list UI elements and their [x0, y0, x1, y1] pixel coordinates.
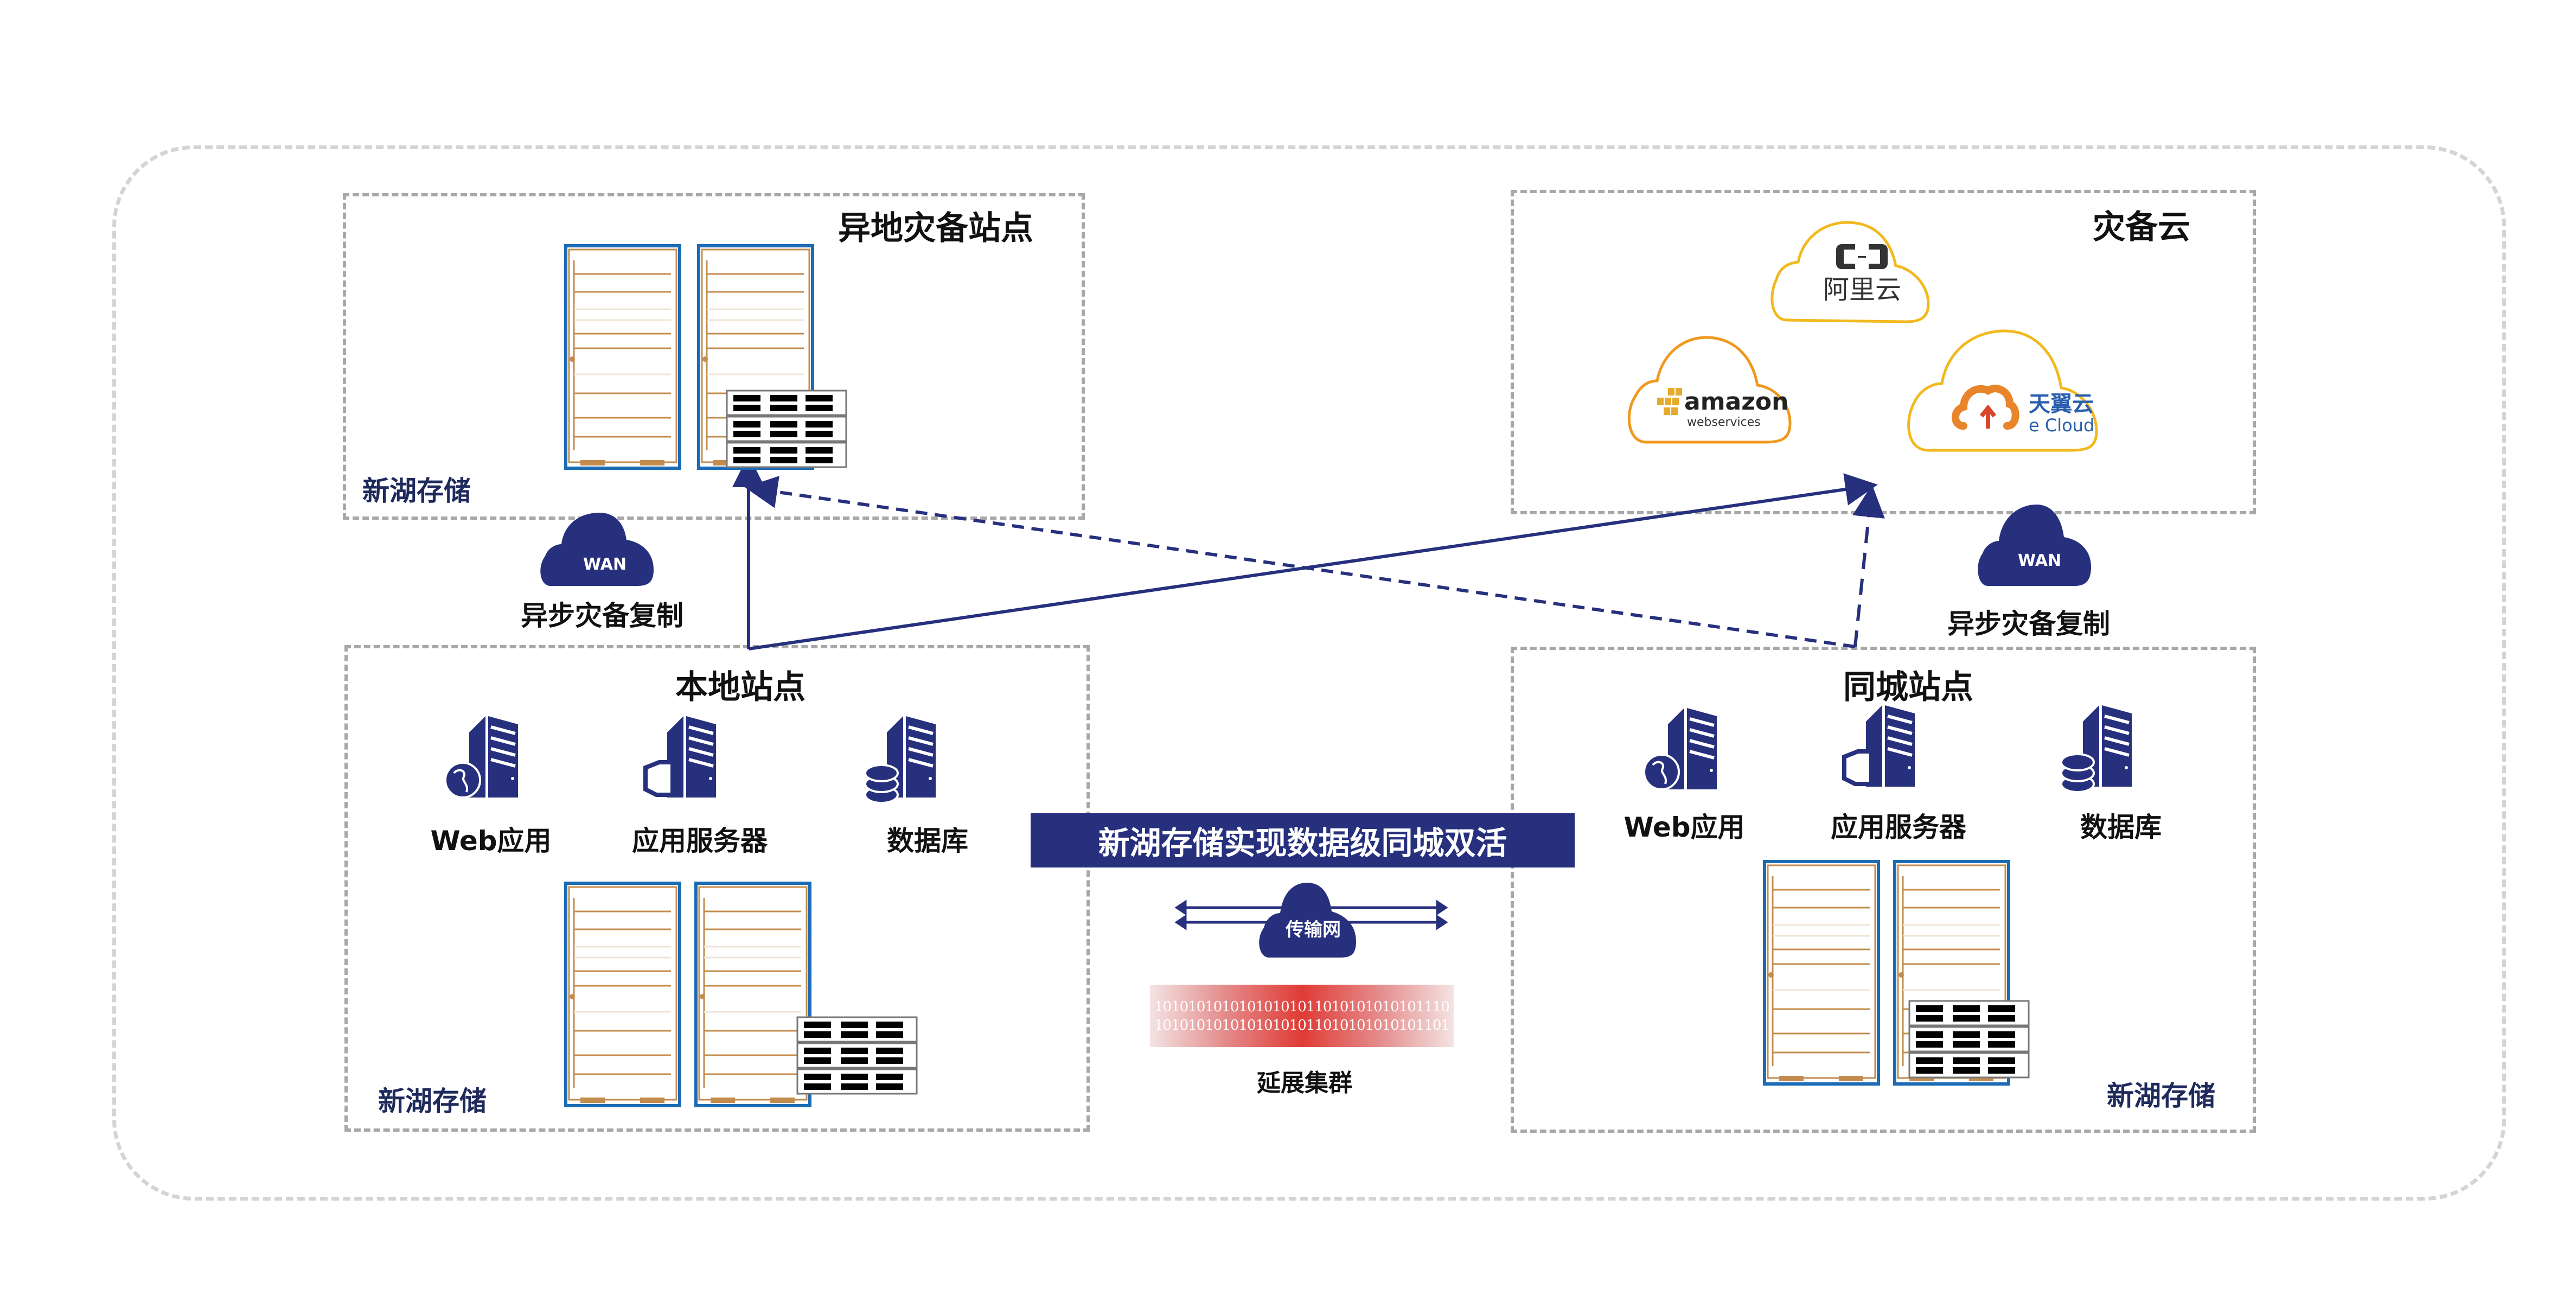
aws-cloud: amazon webservices	[1627, 336, 1792, 444]
tianyi-label: 天翼云	[2029, 392, 2094, 417]
tianyi-cloud: 天翼云 e Cloud	[1907, 329, 2098, 452]
samecity-to-remote-dashed-arrow	[745, 476, 1856, 648]
local-site-title: 本地站点	[675, 668, 806, 706]
active-active-banner: 新湖存储实现数据级同城双活	[1031, 813, 1575, 867]
remote-dr-site-box	[343, 193, 1085, 520]
local-brand-label: 新湖存储	[378, 1086, 487, 1117]
dr-cloud-title: 灾备云	[2093, 208, 2190, 246]
samecity-web-label: Web应用	[1623, 812, 1745, 843]
remote-storage-rack-icon	[564, 244, 847, 470]
local-web-label: Web应用	[430, 825, 552, 857]
wan-cloud-left-icon: WAN	[540, 513, 654, 586]
local-site-box	[344, 645, 1090, 1132]
wan-left-label: WAN	[583, 555, 627, 574]
aws-label: amazon	[1684, 388, 1788, 416]
local-storage-rack-icon	[564, 882, 918, 1109]
local-web-server-icon	[444, 716, 529, 803]
same-city-site-box	[1511, 647, 2256, 1133]
samecity-web-server-icon	[1643, 708, 1728, 795]
same-city-storage-rack-icon	[1763, 860, 2030, 1088]
same-city-site-title: 同城站点	[1843, 668, 1973, 706]
local-app-server-icon	[643, 716, 727, 803]
samecity-app-server-icon	[1842, 705, 1926, 792]
stretch-cluster-caption: 延展集群	[1257, 1069, 1352, 1097]
binary-line-2: 10101010101010101011010101010101101	[1154, 1017, 1450, 1034]
samecity-db-label: 数据库	[2080, 812, 2162, 843]
samecity-database-server-icon	[2060, 705, 2143, 793]
wan-right-label: WAN	[2018, 551, 2061, 570]
remote-dr-site-title: 异地灾备站点	[838, 209, 1033, 247]
samecity-app-label: 应用服务器	[1831, 812, 1966, 843]
tianyi-cloud-logo-icon	[1952, 385, 2019, 430]
wan-right-caption: 异步灾备复制	[1947, 608, 2110, 640]
remote-dr-brand-label: 新湖存储	[362, 475, 471, 507]
same-city-brand-label: 新湖存储	[2107, 1080, 2215, 1112]
binary-stream-graphic: 10101010101010101011010101010101110 1010…	[1150, 985, 1454, 1047]
local-app-label: 应用服务器	[632, 825, 768, 857]
transport-network-icon: 传输网	[1174, 883, 1448, 958]
aliyun-logo-icon	[1836, 244, 1888, 269]
aliyun-label: 阿里云	[1823, 275, 1901, 305]
aliyun-cloud: 阿里云	[1770, 221, 1930, 323]
local-database-server-icon	[864, 716, 947, 804]
samecity-to-cloud-dashed-arrow	[1852, 484, 1885, 647]
aws-logo-icon	[1657, 388, 1682, 415]
binary-line-1: 10101010101010101011010101010101110	[1154, 998, 1450, 1015]
local-db-label: 数据库	[887, 825, 968, 857]
tianyi-sub-label: e Cloud	[2029, 415, 2094, 436]
aws-sub-label: webservices	[1687, 416, 1761, 429]
wan-left-caption: 异步灾备复制	[521, 600, 683, 631]
transport-label: 传输网	[1285, 919, 1341, 941]
outer-container	[112, 145, 2506, 1201]
wan-cloud-right-icon: WAN	[1978, 505, 2091, 586]
